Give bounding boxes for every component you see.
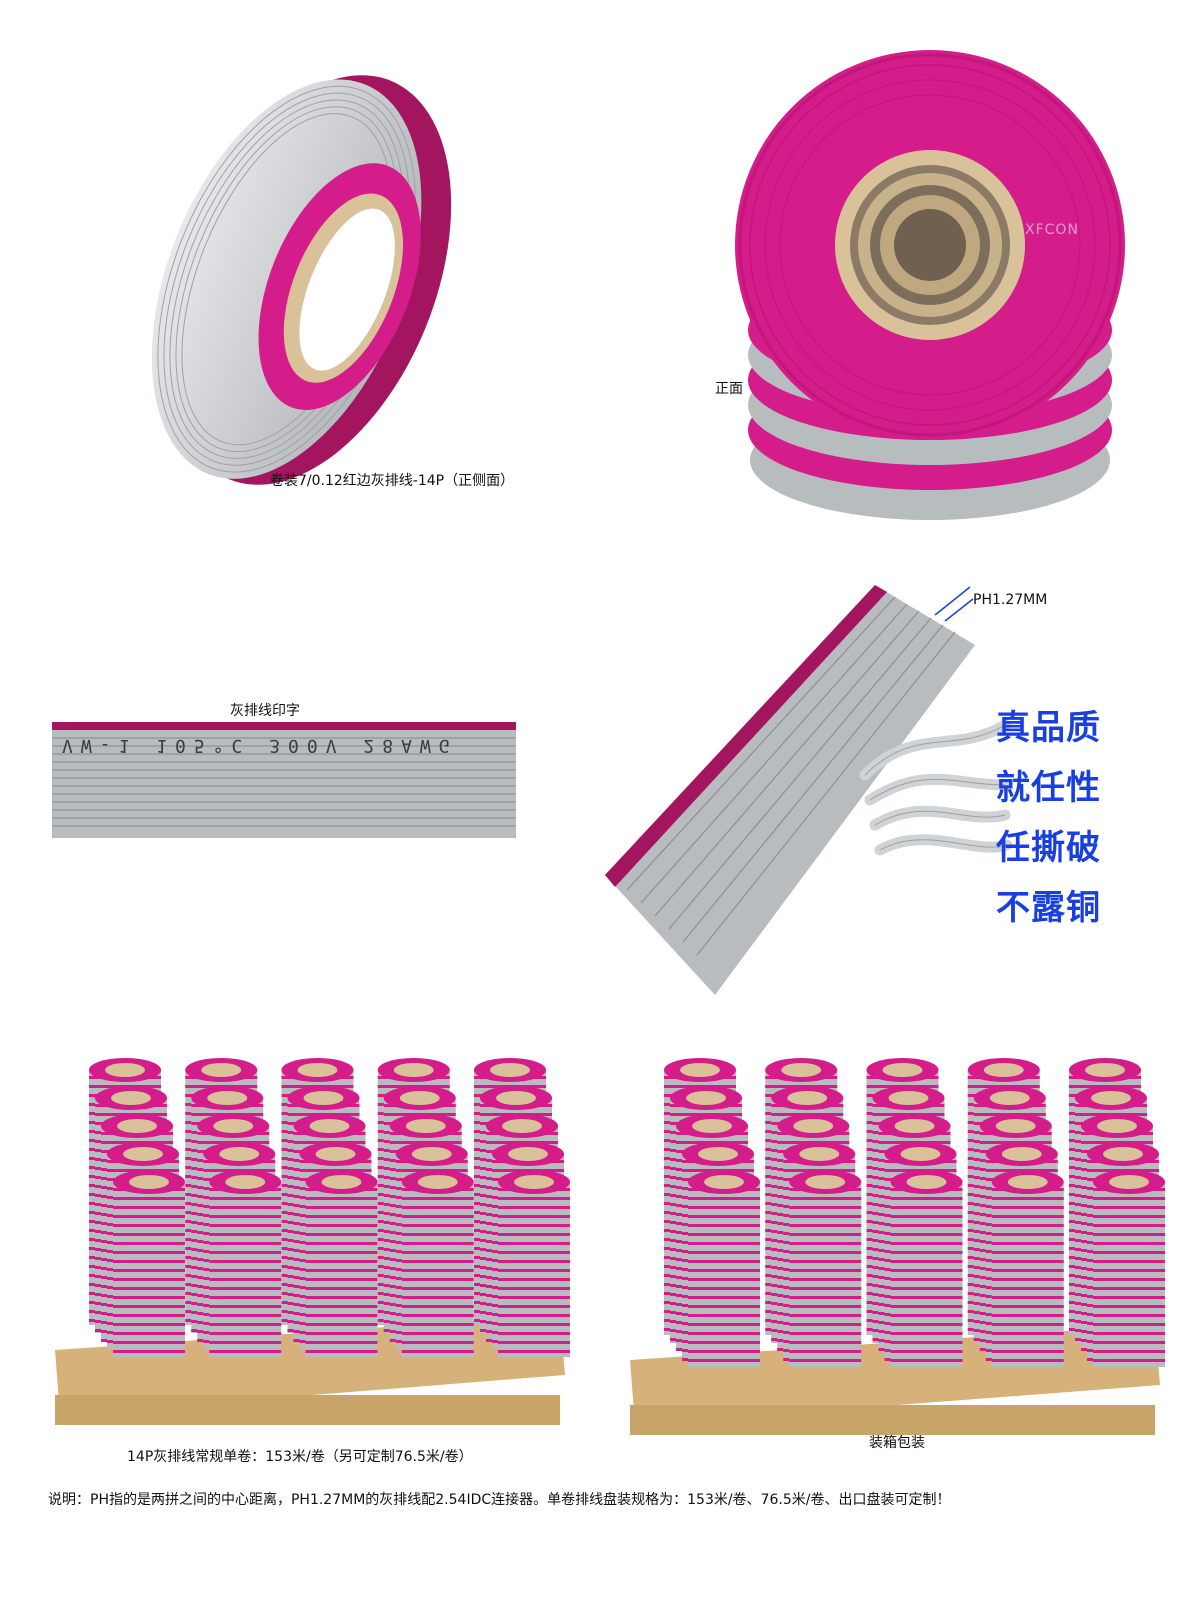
roll-side-photo [80,40,520,490]
pallet-right-photo [620,1050,1165,1445]
slogan-1: 真品质 [996,708,1101,748]
pallet-left-photo [45,1050,570,1435]
roll-side-caption: 卷装7/0.12红边灰排线-14P（正侧面） [270,473,515,489]
slogan-2: 就任性 [996,768,1101,808]
flat-cable-photo [52,722,516,838]
print-caption: 灰排线印字 [230,703,300,719]
roll-front-caption: 正面 [715,381,743,397]
watermark-top-right: XFCON [1025,222,1079,238]
footer-note: 说明：PH指的是两拼之间的中心距离，PH1.27MM的灰排线配2.54IDC连接… [48,1492,951,1508]
slogan-4: 不露铜 [996,888,1101,928]
slogan-3: 任撕破 [996,828,1101,868]
pitch-label: PH1.27MM [973,592,1048,608]
cable-print-text: VW-1 105°C 300V 28AWG [62,735,458,756]
pallet-right-caption: 装箱包装 [869,1435,925,1451]
peeled-cable-photo [595,575,1015,1005]
roll-front-photo [720,40,1140,530]
pallet-left-caption: 14P灰排线常规单卷：153米/卷（另可定制76.5米/卷） [127,1449,473,1465]
